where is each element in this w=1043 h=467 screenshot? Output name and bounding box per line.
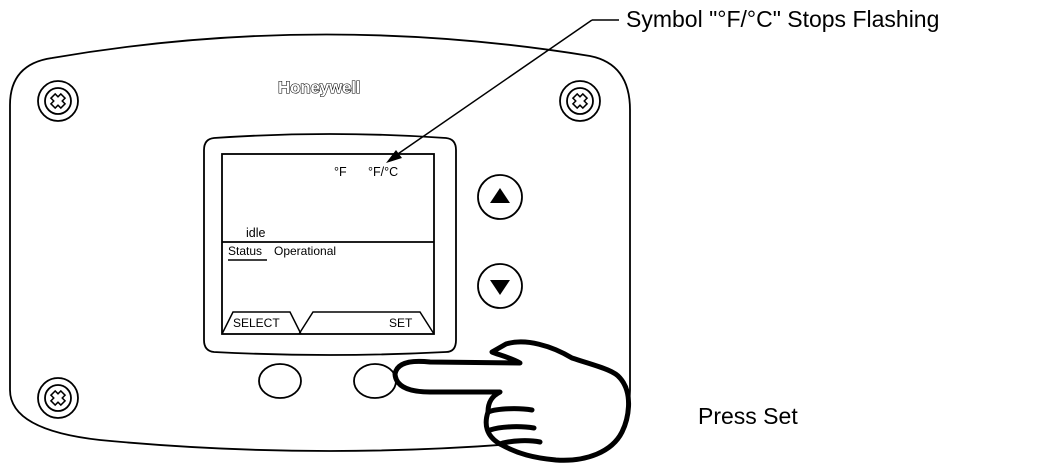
softkey-set-tab	[298, 311, 435, 335]
screw-icon	[37, 80, 79, 122]
lcd-softkey-set: SET	[389, 316, 413, 330]
callout-flash-note: Symbol "°F/°C" Stops Flashing	[626, 6, 940, 32]
screw-icon	[37, 377, 79, 419]
lcd-status-label: Status	[228, 244, 263, 258]
callout-arrowhead	[386, 150, 402, 163]
callout-press-note: Press Set	[698, 403, 798, 429]
hand-pointer-icon	[392, 339, 631, 463]
lcd-unit-f: °F	[334, 165, 347, 179]
screw-icon	[559, 80, 601, 122]
lcd-mode: idle	[246, 226, 266, 240]
lcd-unit-fc: °F/°C	[368, 165, 399, 179]
up-button[interactable]	[477, 174, 523, 220]
softkey-select-tab	[221, 311, 302, 335]
brand-logo: Honeywell	[277, 77, 361, 97]
set-softkey-button[interactable]	[353, 363, 397, 399]
lcd-screen	[221, 153, 435, 335]
lcd-status-value: Operational	[274, 244, 337, 258]
up-arrow-icon	[490, 188, 510, 203]
down-button[interactable]	[477, 263, 523, 309]
select-softkey-button[interactable]	[258, 363, 302, 399]
hand-finger-crease	[485, 406, 543, 447]
down-arrow-icon	[490, 280, 510, 295]
lcd-softkey-select: SELECT	[233, 316, 280, 330]
callout-leader-line	[391, 19, 593, 159]
